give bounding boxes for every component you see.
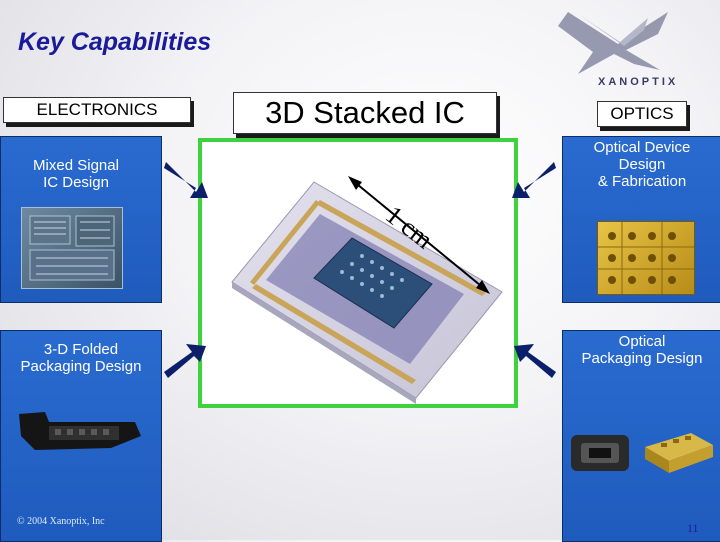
mixed-signal-text: Mixed Signal IC Design bbox=[1, 157, 151, 191]
panel-line: Optical bbox=[563, 333, 720, 350]
optical-packaging-panel: Optical Packaging Design 11 bbox=[562, 330, 720, 542]
panel-line: IC Design bbox=[1, 174, 151, 191]
logo-wordmark: XANOPTIX bbox=[598, 76, 678, 88]
panel-line: Design bbox=[563, 156, 720, 173]
folded-packaging-panel: 3-D Folded Packaging Design © 2004 Xanop… bbox=[0, 330, 162, 542]
optical-connector-icon bbox=[569, 431, 631, 475]
panel-line: & Fabrication bbox=[563, 173, 720, 190]
folded-packaging-text: 3-D Folded Packaging Design bbox=[1, 341, 161, 375]
stacked-ic-image: 1 cm bbox=[198, 138, 518, 408]
optical-device-text: Optical Device Design & Fabrication bbox=[563, 139, 720, 190]
optical-chip-image bbox=[597, 221, 695, 295]
page-number: 11 bbox=[687, 521, 699, 536]
optical-connector-image bbox=[569, 431, 631, 475]
optical-chip-icon bbox=[598, 222, 694, 294]
optical-module-icon bbox=[641, 427, 717, 479]
panel-line: Packaging Design bbox=[563, 350, 720, 367]
copyright-text: © 2004 Xanoptix, Inc bbox=[17, 516, 105, 527]
panel-line: Packaging Design bbox=[1, 358, 161, 375]
panel-line: 3-D Folded bbox=[1, 341, 161, 358]
ic-die-icon bbox=[22, 208, 122, 288]
panel-line: Optical Device bbox=[563, 139, 720, 156]
slide-title: Key Capabilities bbox=[18, 28, 211, 57]
stacked-ic-label: 3D Stacked IC bbox=[233, 92, 497, 134]
optics-label: OPTICS bbox=[597, 101, 687, 127]
folded-package-icon bbox=[15, 406, 145, 456]
optical-device-panel: Optical Device Design & Fabrication bbox=[562, 136, 720, 303]
ic-die-image bbox=[21, 207, 123, 289]
arrow-bottom-right-icon bbox=[514, 344, 556, 378]
mixed-signal-panel: Mixed Signal IC Design bbox=[0, 136, 162, 303]
arrow-top-right-icon bbox=[512, 162, 556, 198]
optical-module-image bbox=[641, 427, 717, 479]
optical-packaging-text: Optical Packaging Design bbox=[563, 333, 720, 367]
electronics-label: ELECTRONICS bbox=[3, 97, 191, 123]
folded-package-image bbox=[15, 406, 145, 456]
stacked-ic-chip-icon bbox=[202, 142, 514, 404]
panel-line: Mixed Signal bbox=[1, 157, 151, 174]
